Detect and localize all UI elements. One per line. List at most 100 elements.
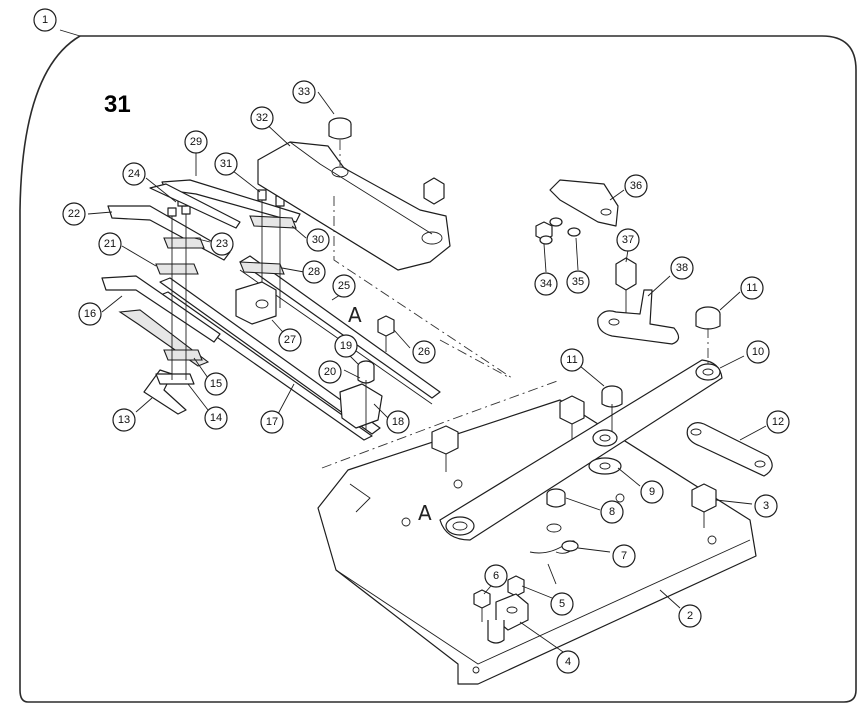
- hex-nut-3: [691, 483, 717, 528]
- base-plate: [317, 399, 757, 685]
- callout-33: 33: [292, 80, 316, 104]
- callout-6: 6: [484, 564, 508, 588]
- svg-text:3: 3: [763, 500, 769, 512]
- screw-26: [377, 315, 395, 352]
- svg-text:8: 8: [609, 506, 615, 518]
- figure-number: 31: [104, 91, 131, 118]
- bracket-4: [487, 593, 529, 644]
- svg-text:24: 24: [128, 168, 140, 180]
- svg-text:21: 21: [104, 238, 116, 250]
- callout-13: 13: [112, 408, 136, 432]
- svg-text:23: 23: [216, 238, 228, 250]
- svg-text:14: 14: [210, 412, 222, 424]
- washer-9: [588, 457, 622, 475]
- callout-3: 3: [754, 494, 778, 518]
- hex-nut-mid: [559, 395, 585, 440]
- svg-text:10: 10: [752, 346, 764, 358]
- svg-text:26: 26: [418, 346, 430, 358]
- callout-30: 30: [306, 228, 330, 252]
- callout-38: 38: [670, 256, 694, 280]
- svg-text:38: 38: [676, 262, 688, 274]
- spring-7: [529, 540, 579, 585]
- svg-text:27: 27: [284, 334, 296, 346]
- blade-13: [143, 369, 187, 415]
- svg-text:34: 34: [540, 278, 552, 290]
- callout-21: 21: [98, 232, 122, 256]
- block-27: [235, 281, 277, 325]
- svg-text:36: 36: [630, 180, 642, 192]
- svg-text:15: 15: [210, 378, 222, 390]
- callout-4: 4: [556, 650, 580, 674]
- svg-text:37: 37: [622, 234, 634, 246]
- callout-5: 5: [550, 592, 574, 616]
- callout-1: 1: [33, 8, 57, 32]
- callout-22: 22: [62, 202, 86, 226]
- bracket-36: [549, 179, 619, 227]
- svg-text:20: 20: [324, 366, 336, 378]
- blade-16: [101, 275, 221, 343]
- svg-text:16: 16: [84, 308, 96, 320]
- section-marker-upper: A: [348, 303, 362, 327]
- callout-35: 35: [566, 270, 590, 294]
- callout-2: 2: [678, 604, 702, 628]
- svg-text:9: 9: [649, 486, 655, 498]
- callout-24: 24: [122, 162, 146, 186]
- callout-26: 26: [412, 340, 436, 364]
- arm-38: [597, 289, 680, 345]
- callout-16: 16: [78, 302, 102, 326]
- plate-30: [249, 215, 297, 229]
- svg-text:1: 1: [42, 14, 48, 26]
- svg-text:25: 25: [338, 280, 350, 292]
- callout-14: 14: [204, 406, 228, 430]
- plate-14: [155, 373, 195, 385]
- callout-36: 36: [624, 174, 648, 198]
- callout-12: 12: [766, 410, 790, 434]
- callout-7: 7: [612, 544, 636, 568]
- callout-10: 10: [746, 340, 770, 364]
- svg-text:7: 7: [621, 550, 627, 562]
- screw-8: [546, 488, 566, 533]
- callout-37: 37: [616, 228, 640, 252]
- screw-11-lower: [601, 385, 623, 432]
- section-marker-lower: A: [418, 501, 432, 525]
- svg-text:35: 35: [572, 276, 584, 288]
- svg-text:4: 4: [565, 656, 571, 668]
- plate-23: [163, 237, 205, 249]
- callout-11-upper: 11: [740, 276, 764, 300]
- svg-text:2: 2: [687, 610, 693, 622]
- blade-24: [149, 183, 241, 229]
- callout-15: 15: [204, 372, 228, 396]
- svg-text:6: 6: [493, 570, 499, 582]
- callout-32: 32: [250, 106, 274, 130]
- svg-text:33: 33: [298, 86, 310, 98]
- svg-text:31: 31: [220, 158, 232, 170]
- svg-text:17: 17: [266, 416, 278, 428]
- hex-nut-left: [431, 425, 459, 472]
- callout-29: 29: [184, 130, 208, 154]
- svg-text:32: 32: [256, 112, 268, 124]
- svg-text:30: 30: [312, 234, 324, 246]
- screws-34-35: [535, 217, 581, 245]
- svg-text:28: 28: [308, 266, 320, 278]
- screw-11-upper: [695, 306, 721, 364]
- assembly-line-top: [333, 196, 513, 379]
- svg-text:11: 11: [566, 354, 577, 366]
- callout-27: 27: [278, 328, 302, 352]
- callout-8: 8: [600, 500, 624, 524]
- svg-text:22: 22: [68, 208, 80, 220]
- callout-17: 17: [260, 410, 284, 434]
- short-link-12: [686, 422, 773, 477]
- callout-9: 9: [640, 480, 664, 504]
- svg-text:12: 12: [772, 416, 784, 428]
- svg-text:13: 13: [118, 414, 130, 426]
- diagram-frame: [19, 35, 857, 703]
- callout-25: 25: [332, 274, 356, 298]
- svg-text:5: 5: [559, 598, 565, 610]
- plate-21: [155, 263, 199, 275]
- callout-28: 28: [302, 260, 326, 284]
- svg-text:19: 19: [340, 340, 352, 352]
- callout-23: 23: [210, 232, 234, 256]
- svg-text:29: 29: [190, 136, 202, 148]
